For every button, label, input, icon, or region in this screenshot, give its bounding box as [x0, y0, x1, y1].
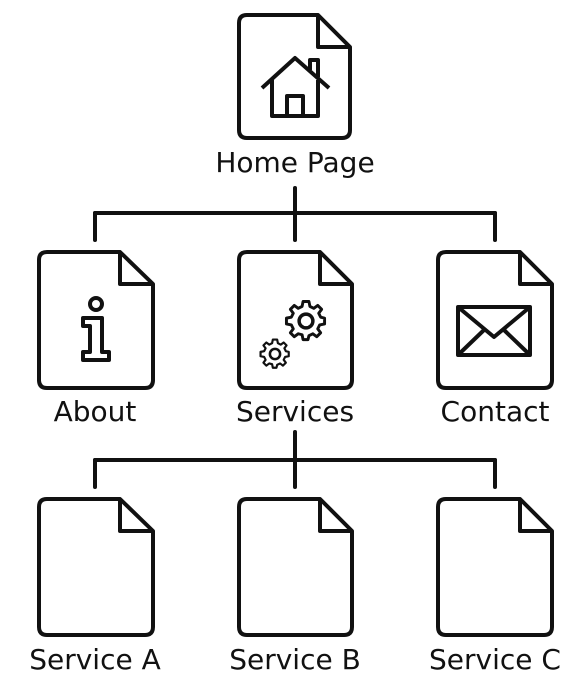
page-outline: [37, 250, 155, 390]
home-page-label: Home Page: [215, 146, 375, 179]
page-fold: [118, 252, 153, 286]
service-a-label: Service A: [29, 643, 161, 676]
page-fold: [318, 499, 352, 533]
page-outline: [37, 497, 155, 637]
page-fold: [518, 499, 552, 533]
page-fold: [316, 15, 350, 49]
page-fold: [318, 252, 352, 286]
info-icon: [81, 296, 111, 362]
home-page-node: [237, 13, 352, 140]
service-a-node: [37, 497, 155, 637]
service-b-node: [237, 497, 354, 637]
about-node: [37, 250, 155, 390]
page-fold: [118, 499, 153, 533]
about-label: About: [53, 395, 137, 428]
page-outline: [436, 497, 554, 637]
connector-lines: [93, 186, 497, 489]
service-c-node: [436, 497, 554, 637]
services-node: [237, 250, 354, 390]
services-label: Services: [235, 395, 355, 428]
page-outline: [237, 497, 354, 637]
gears-icon: [258, 302, 325, 370]
contact-label: Contact: [440, 395, 550, 428]
page-outline: [237, 13, 352, 140]
home-icon: [260, 56, 331, 118]
page-outline: [436, 250, 554, 390]
service-c-label: Service C: [429, 643, 561, 676]
service-b-label: Service B: [229, 643, 361, 676]
page-fold: [518, 252, 552, 286]
page-outline: [237, 250, 354, 390]
contact-node: [436, 250, 554, 390]
envelope-icon: [456, 305, 532, 357]
